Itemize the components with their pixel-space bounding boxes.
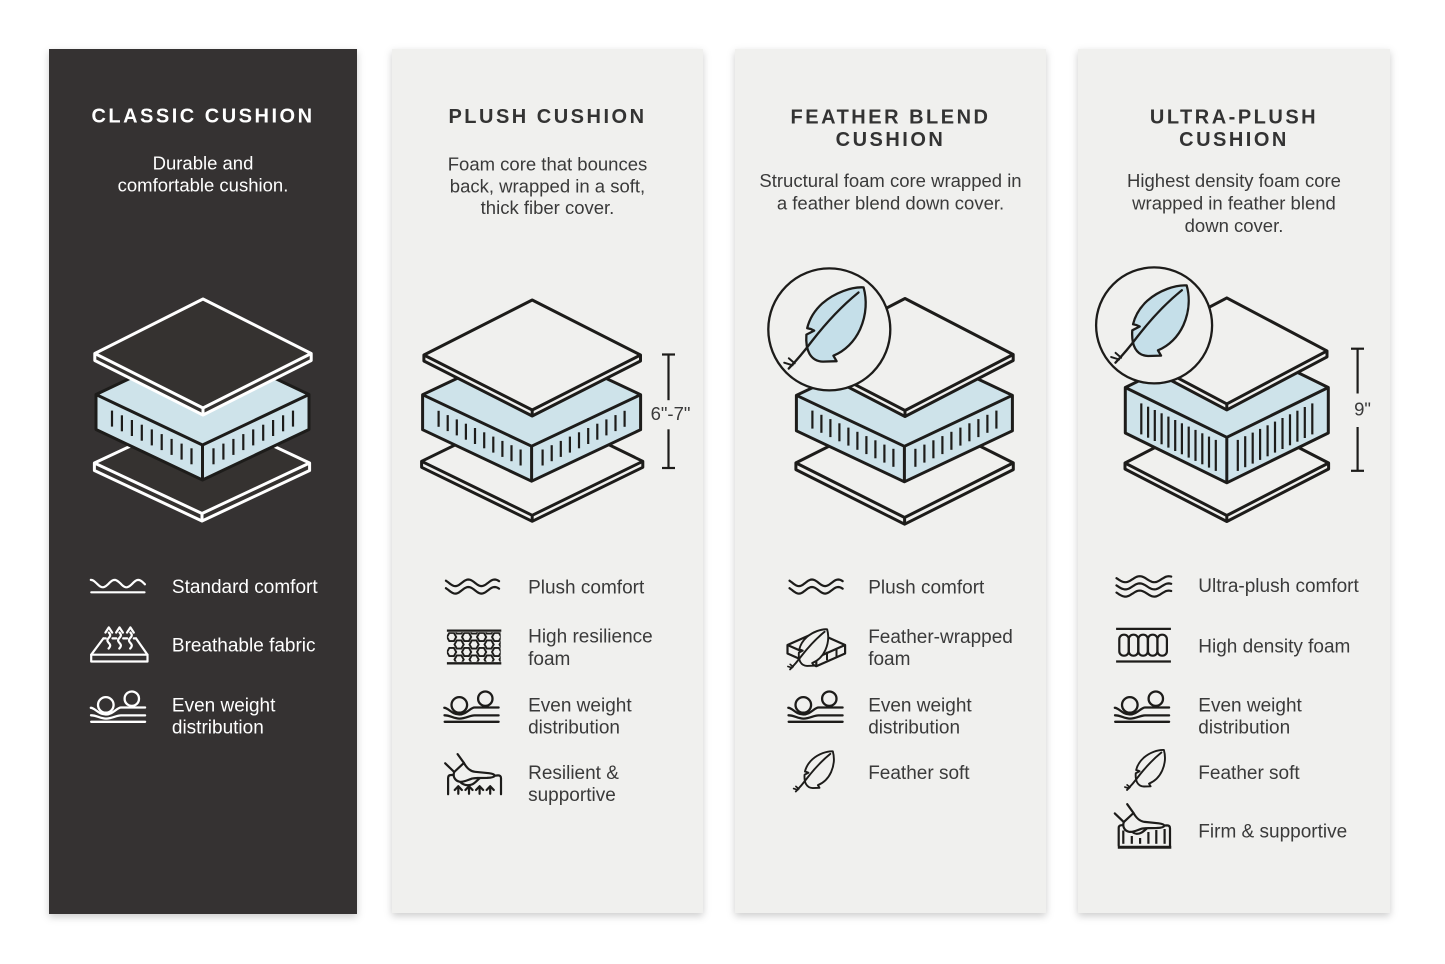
svg-text:a feather blend down cover.: a feather blend down cover. (777, 193, 1004, 214)
svg-text:PLUSH CUSHION: PLUSH CUSHION (448, 106, 646, 128)
svg-text:6"-7": 6"-7" (651, 403, 691, 424)
svg-text:thick fiber cover.: thick fiber cover. (481, 197, 615, 218)
svg-text:foam: foam (528, 649, 570, 670)
svg-text:Plush comfort: Plush comfort (868, 577, 985, 598)
svg-text:CUSHION: CUSHION (1179, 129, 1289, 151)
svg-text:9": 9" (1354, 399, 1371, 420)
svg-text:wrapped in feather blend: wrapped in feather blend (1131, 193, 1336, 214)
svg-text:Feather-wrapped: Feather-wrapped (868, 627, 1013, 648)
svg-text:Even weight: Even weight (172, 696, 276, 717)
svg-text:Standard comfort: Standard comfort (172, 577, 318, 598)
svg-text:distribution: distribution (172, 718, 264, 739)
svg-text:distribution: distribution (528, 718, 620, 739)
svg-text:Durable and: Durable and (153, 153, 254, 174)
svg-text:High density foam: High density foam (1198, 637, 1350, 658)
svg-text:Even weight: Even weight (528, 696, 632, 717)
svg-text:Plush comfort: Plush comfort (528, 577, 645, 598)
svg-text:down cover.: down cover. (1185, 215, 1284, 236)
svg-text:distribution: distribution (1198, 718, 1290, 739)
svg-text:foam: foam (868, 649, 910, 670)
svg-text:FEATHER BLEND: FEATHER BLEND (791, 107, 991, 129)
svg-text:CLASSIC CUSHION: CLASSIC CUSHION (91, 106, 314, 128)
svg-text:distribution: distribution (868, 718, 960, 739)
svg-text:High resilience: High resilience (528, 627, 653, 648)
svg-text:back, wrapped in a soft,: back, wrapped in a soft, (450, 175, 645, 196)
svg-text:Foam core that bounces: Foam core that bounces (448, 154, 648, 175)
svg-text:Ultra-plush comfort: Ultra-plush comfort (1198, 576, 1359, 597)
svg-text:ULTRA-PLUSH: ULTRA-PLUSH (1150, 107, 1318, 129)
svg-text:Even weight: Even weight (868, 696, 972, 717)
svg-text:Structural foam core wrapped i: Structural foam core wrapped in (759, 170, 1021, 191)
svg-text:Even weight: Even weight (1198, 696, 1302, 717)
svg-text:Feather soft: Feather soft (868, 763, 970, 784)
svg-text:Highest density foam core: Highest density foam core (1127, 170, 1341, 191)
svg-text:Breathable fabric: Breathable fabric (172, 635, 316, 656)
svg-text:Feather soft: Feather soft (1198, 763, 1300, 784)
svg-text:comfortable cushion.: comfortable cushion. (118, 175, 289, 196)
svg-text:Firm & supportive: Firm & supportive (1198, 822, 1347, 843)
svg-text:Resilient &: Resilient & (528, 763, 619, 784)
svg-text:CUSHION: CUSHION (836, 129, 946, 151)
svg-text:supportive: supportive (528, 785, 616, 806)
